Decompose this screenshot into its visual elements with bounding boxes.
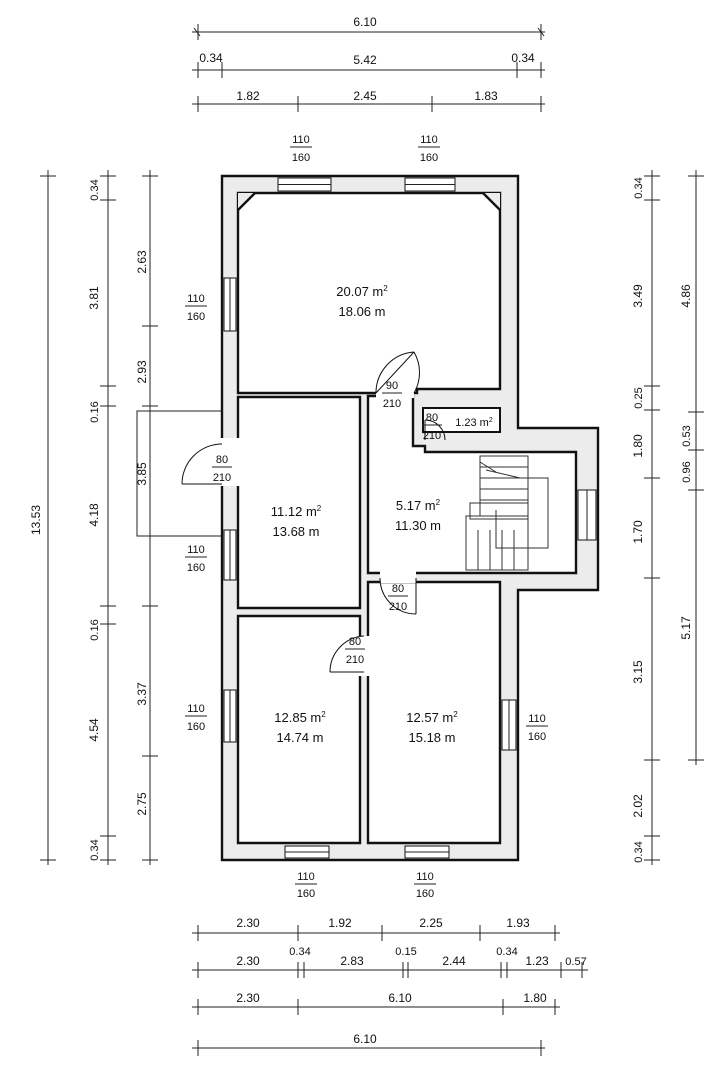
dim-left-k: 3.37 <box>135 682 149 706</box>
win-label-h: 160 <box>416 888 434 900</box>
room-wc-area: 1.23 m2 <box>455 417 493 429</box>
win-label-w: 110 <box>292 134 310 146</box>
door-label-h: 210 <box>383 398 401 410</box>
dim-bot-2e: 2.44 <box>442 954 466 968</box>
dim-bot-2g: 1.23 <box>525 954 549 968</box>
win-label-h: 160 <box>187 562 205 574</box>
dim-right-c: 0.25 <box>633 387 645 408</box>
dim-right-b: 3.49 <box>631 284 645 308</box>
dim-left-e: 0.16 <box>89 619 101 640</box>
dim-left-h: 2.63 <box>135 250 149 274</box>
door-label-h: 210 <box>346 654 364 666</box>
dim-bot-2h: 0.57 <box>565 956 586 968</box>
win-label-w: 110 <box>528 713 546 725</box>
door-label-w: 80 <box>216 454 228 466</box>
dim-bot-2a: 2.30 <box>236 954 260 968</box>
win-label-w: 110 <box>187 544 205 556</box>
dim-right-a: 0.34 <box>633 177 645 198</box>
dim-bot-total: 6.10 <box>353 1032 377 1046</box>
dim-right-d: 1.80 <box>631 434 645 458</box>
room-5-area: 12.57 m2 <box>406 710 458 725</box>
door-label-w: 80 <box>392 583 404 595</box>
dim-bot-3c: 1.80 <box>523 991 547 1005</box>
door-label-h: 210 <box>389 601 407 613</box>
staircase <box>465 455 549 571</box>
dim-bot-2f: 0.34 <box>496 946 517 958</box>
dim-top-2a: 0.34 <box>199 51 223 65</box>
win-label-w: 110 <box>297 871 315 883</box>
room-3-area: 5.17 m2 <box>396 498 441 513</box>
win-label-h: 160 <box>297 888 315 900</box>
win-label-h: 160 <box>292 152 310 164</box>
dim-top-3a: 1.82 <box>236 89 260 103</box>
door-label-w: 80 <box>426 412 438 424</box>
dim-left-b: 3.81 <box>87 286 101 310</box>
dim-left-i: 2.93 <box>135 360 149 384</box>
entrance-canopy-outline <box>136 410 222 537</box>
door-label-w: 90 <box>386 380 398 392</box>
room-2-perimeter: 13.68 m <box>273 524 320 539</box>
dim-bot-3a: 2.30 <box>236 991 260 1005</box>
door-label-w: 80 <box>349 636 361 648</box>
dim-bot-1d: 1.93 <box>506 916 530 930</box>
walls <box>220 174 600 862</box>
win-label-h: 160 <box>420 152 438 164</box>
dim-top-3c: 1.83 <box>474 89 498 103</box>
left-dimensions: 13.53 0.34 3.81 0.16 4.18 0.16 4.54 0.34… <box>29 170 222 865</box>
right-dimensions: 0.34 3.49 0.25 1.80 1.70 3.15 2.02 0.34 … <box>631 170 704 865</box>
win-label-w: 110 <box>420 134 438 146</box>
dim-bot-3b: 6.10 <box>388 991 412 1005</box>
dim-right-j: 0.53 <box>681 425 693 446</box>
dim-right-i: 4.86 <box>679 284 693 308</box>
room-1-area: 20.07 m2 <box>336 284 388 299</box>
room-labels: 20.07 m2 18.06 m 11.12 m2 13.68 m 5.17 m… <box>271 284 493 745</box>
room-4-perimeter: 14.74 m <box>277 730 324 745</box>
dim-bot-1c: 2.25 <box>419 916 443 930</box>
dim-left-a: 0.34 <box>89 179 101 200</box>
top-dimensions: 6.10 0.34 5.42 0.34 1.82 2.45 1.83 <box>192 15 545 112</box>
dim-right-e: 1.70 <box>631 520 645 544</box>
room-4-area: 12.85 m2 <box>274 710 326 725</box>
dim-bot-1b: 1.92 <box>328 916 352 930</box>
dim-left-j: 3.85 <box>135 462 149 486</box>
door-label-h: 210 <box>213 472 231 484</box>
dim-top-total: 6.10 <box>353 15 377 29</box>
dim-right-l: 5.17 <box>679 616 693 640</box>
dim-top-3b: 2.45 <box>353 89 377 103</box>
win-label-w: 110 <box>416 871 434 883</box>
dim-bot-2d: 0.15 <box>395 946 416 958</box>
dim-right-g: 2.02 <box>631 794 645 818</box>
dim-bot-1a: 2.30 <box>236 916 260 930</box>
wc-closet <box>422 407 501 433</box>
dim-left-total: 13.53 <box>29 505 43 535</box>
dim-left-g: 0.34 <box>89 839 101 860</box>
win-label-w: 110 <box>187 293 205 305</box>
room-3-perimeter: 11.30 m <box>395 518 441 533</box>
room-5-perimeter: 15.18 m <box>409 730 456 745</box>
windows <box>223 177 597 859</box>
dim-right-h: 0.34 <box>633 841 645 862</box>
dim-bot-2c: 2.83 <box>340 954 364 968</box>
win-label-w: 110 <box>187 703 205 715</box>
dim-left-c: 0.16 <box>89 401 101 422</box>
win-label-h: 160 <box>187 311 205 323</box>
dim-top-2c: 0.34 <box>511 51 535 65</box>
dim-bot-2b: 0.34 <box>289 946 310 958</box>
room-2-area: 11.12 m2 <box>271 504 322 519</box>
dim-left-l: 2.75 <box>135 792 149 816</box>
dim-right-f: 3.15 <box>631 660 645 684</box>
bottom-dimensions: 2.30 1.92 2.25 1.93 2.30 0.34 2.83 0.15 … <box>192 916 588 1056</box>
dim-right-k: 0.96 <box>681 461 693 482</box>
door-label-h: 210 <box>423 430 441 442</box>
win-label-h: 160 <box>187 721 205 733</box>
dim-left-d: 4.18 <box>87 503 101 527</box>
win-label-h: 160 <box>528 731 546 743</box>
dim-top-2b: 5.42 <box>353 53 377 67</box>
room-1-perimeter: 18.06 m <box>339 304 386 319</box>
dim-left-f: 4.54 <box>87 718 101 742</box>
opening-labels: 110 160 110 160 110 160 110 160 110 160 … <box>185 134 548 900</box>
